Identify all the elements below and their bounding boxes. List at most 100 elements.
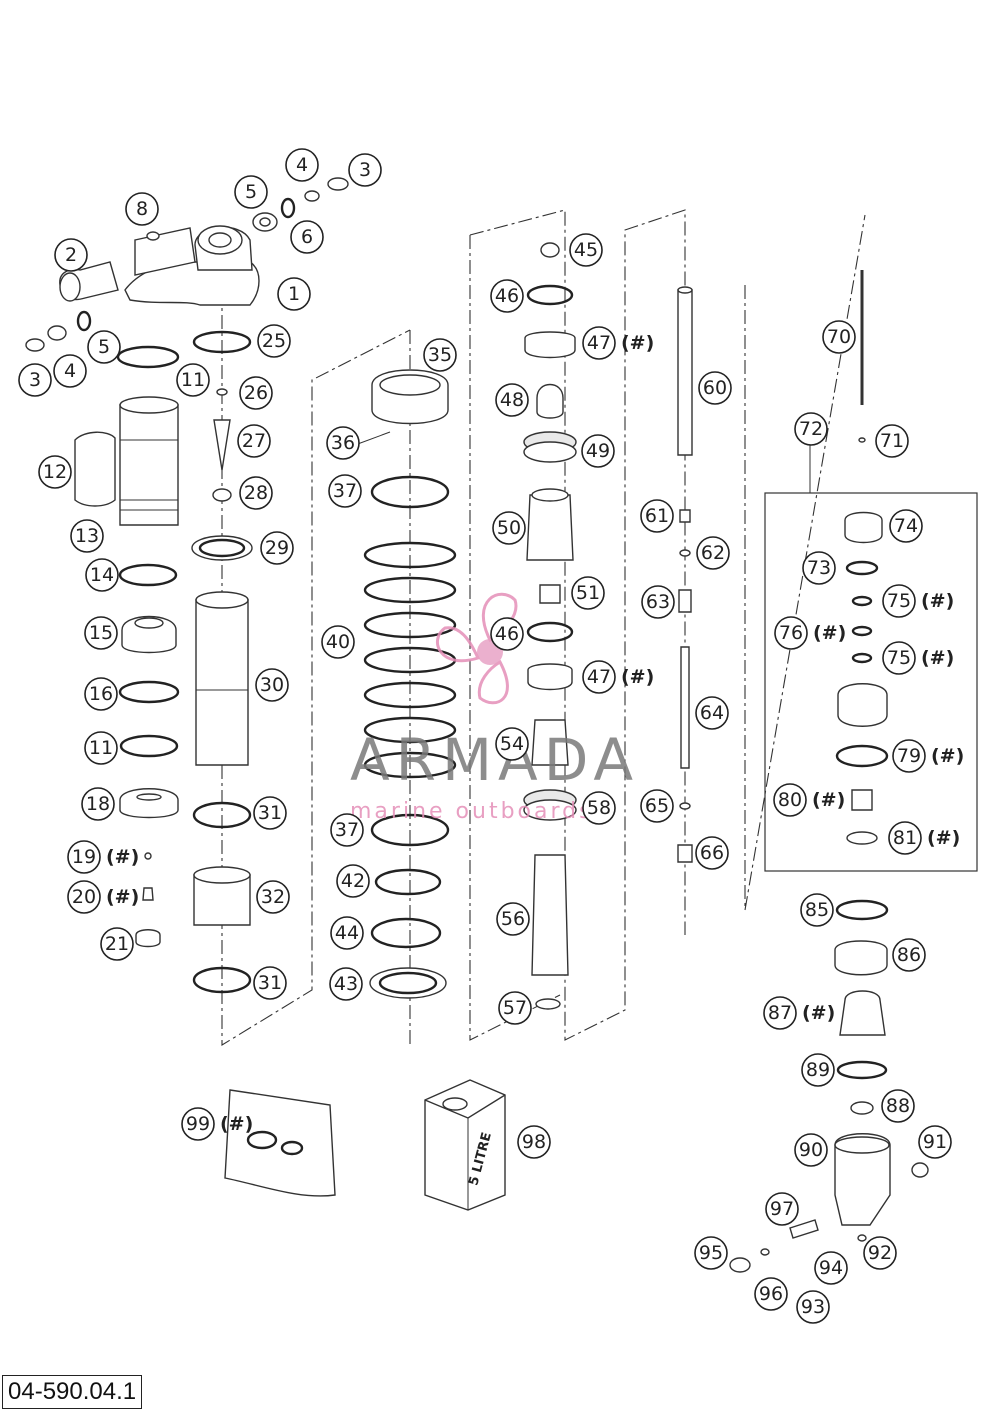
watermark-title: ARMADA	[350, 726, 639, 794]
callout-circle	[794, 412, 828, 446]
callout-number: 50	[497, 517, 521, 539]
callout-3: 3	[18, 363, 52, 397]
callout-number: 94	[819, 1257, 843, 1279]
callout-28: 28	[239, 476, 273, 510]
callout-number: 70	[827, 326, 851, 348]
callout-circle	[695, 696, 729, 730]
callout-20: 20	[67, 880, 101, 914]
callout-5: 5	[234, 175, 268, 209]
callout-number: 43	[334, 973, 358, 995]
callout-40: 40	[321, 625, 355, 659]
callout-circle	[87, 330, 121, 364]
hash-mark: (#)	[813, 622, 846, 644]
callout-circle	[889, 509, 923, 543]
callout-number: 37	[333, 480, 357, 502]
hash-mark: (#)	[106, 846, 139, 868]
callout-number: 85	[805, 899, 829, 921]
callout-number: 19	[72, 846, 96, 868]
callout-number: 46	[495, 285, 519, 307]
callout-circle	[330, 813, 364, 847]
accessory-bag	[224, 1089, 336, 1197]
callout-circle	[498, 991, 532, 1025]
callout-number: 60	[703, 377, 727, 399]
callout-circle	[569, 233, 603, 267]
callout-4: 4	[285, 148, 319, 182]
callout-61: 61	[640, 499, 674, 533]
callout-80: 80	[773, 783, 807, 817]
callout-8: 8	[125, 192, 159, 226]
callout-circle	[822, 320, 856, 354]
callout-79: 79	[892, 739, 926, 773]
callout-circle	[882, 584, 916, 618]
callout-42: 42	[336, 864, 370, 898]
hash-mark: (#)	[931, 745, 964, 767]
callout-11: 11	[84, 731, 118, 765]
callout-63: 63	[641, 585, 675, 619]
callout-circle	[754, 1277, 788, 1311]
callout-86: 86	[892, 938, 926, 972]
center-column-parts	[191, 330, 253, 994]
callout-2: 2	[54, 238, 88, 272]
callout-number: 93	[801, 1296, 825, 1318]
callout-circle	[863, 1236, 897, 1270]
callout-93: 93	[796, 1290, 830, 1324]
callout-circle	[348, 153, 382, 187]
callout-number: 40	[326, 631, 350, 653]
callout-number: 56	[501, 908, 525, 930]
callout-circle	[285, 148, 319, 182]
callout-number: 2	[65, 244, 77, 266]
hash-mark: (#)	[812, 789, 845, 811]
callout-48: 48	[495, 383, 529, 417]
callout-circle	[328, 474, 362, 508]
callout-75: 75	[882, 584, 916, 618]
callout-85: 85	[800, 893, 834, 927]
watermark-subtitle: marine outboards	[350, 799, 594, 824]
callout-number: 51	[576, 582, 600, 604]
callout-circle	[255, 668, 289, 702]
callout-62: 62	[696, 536, 730, 570]
hash-mark: (#)	[220, 1113, 253, 1135]
callout-circle	[336, 864, 370, 898]
callout-circle	[495, 383, 529, 417]
callout-6: 6	[290, 220, 324, 254]
callout-circle	[239, 476, 273, 510]
callout-90: 90	[794, 1133, 828, 1167]
callout-number: 3	[29, 369, 41, 391]
callout-number: 29	[265, 537, 289, 559]
piston-column-parts	[523, 242, 577, 1010]
callout-number: 99	[186, 1113, 210, 1135]
callout-circle	[495, 727, 529, 761]
callout-circle	[918, 1125, 952, 1159]
callout-number: 20	[72, 886, 96, 908]
callout-circle	[582, 660, 616, 694]
callout-circle	[581, 434, 615, 468]
callout-14: 14	[85, 558, 119, 592]
callout-circle	[253, 796, 287, 830]
callout-circle	[234, 175, 268, 209]
callout-number: 89	[806, 1059, 830, 1081]
callout-13: 13	[70, 519, 104, 553]
callout-circle	[582, 326, 616, 360]
callout-circle	[492, 511, 526, 545]
hash-mark: (#)	[621, 666, 654, 688]
callout-circle	[260, 531, 294, 565]
callout-circle	[84, 731, 118, 765]
group-72-box	[764, 492, 978, 872]
callout-65: 65	[640, 789, 674, 823]
callout-75: 75	[882, 641, 916, 675]
callout-circle	[84, 616, 118, 650]
hash-mark: (#)	[621, 332, 654, 354]
callout-circle	[802, 551, 836, 585]
callout-5: 5	[87, 330, 121, 364]
callout-number: 97	[770, 1198, 794, 1220]
hash-mark: (#)	[802, 1002, 835, 1024]
callout-circle	[256, 880, 290, 914]
callout-circle	[67, 840, 101, 874]
callout-circle	[801, 1053, 835, 1087]
callout-number: 47	[587, 332, 611, 354]
rod-column-parts	[677, 286, 693, 863]
callout-circle	[892, 938, 926, 972]
callout-89: 89	[801, 1053, 835, 1087]
callout-number: 30	[260, 674, 284, 696]
